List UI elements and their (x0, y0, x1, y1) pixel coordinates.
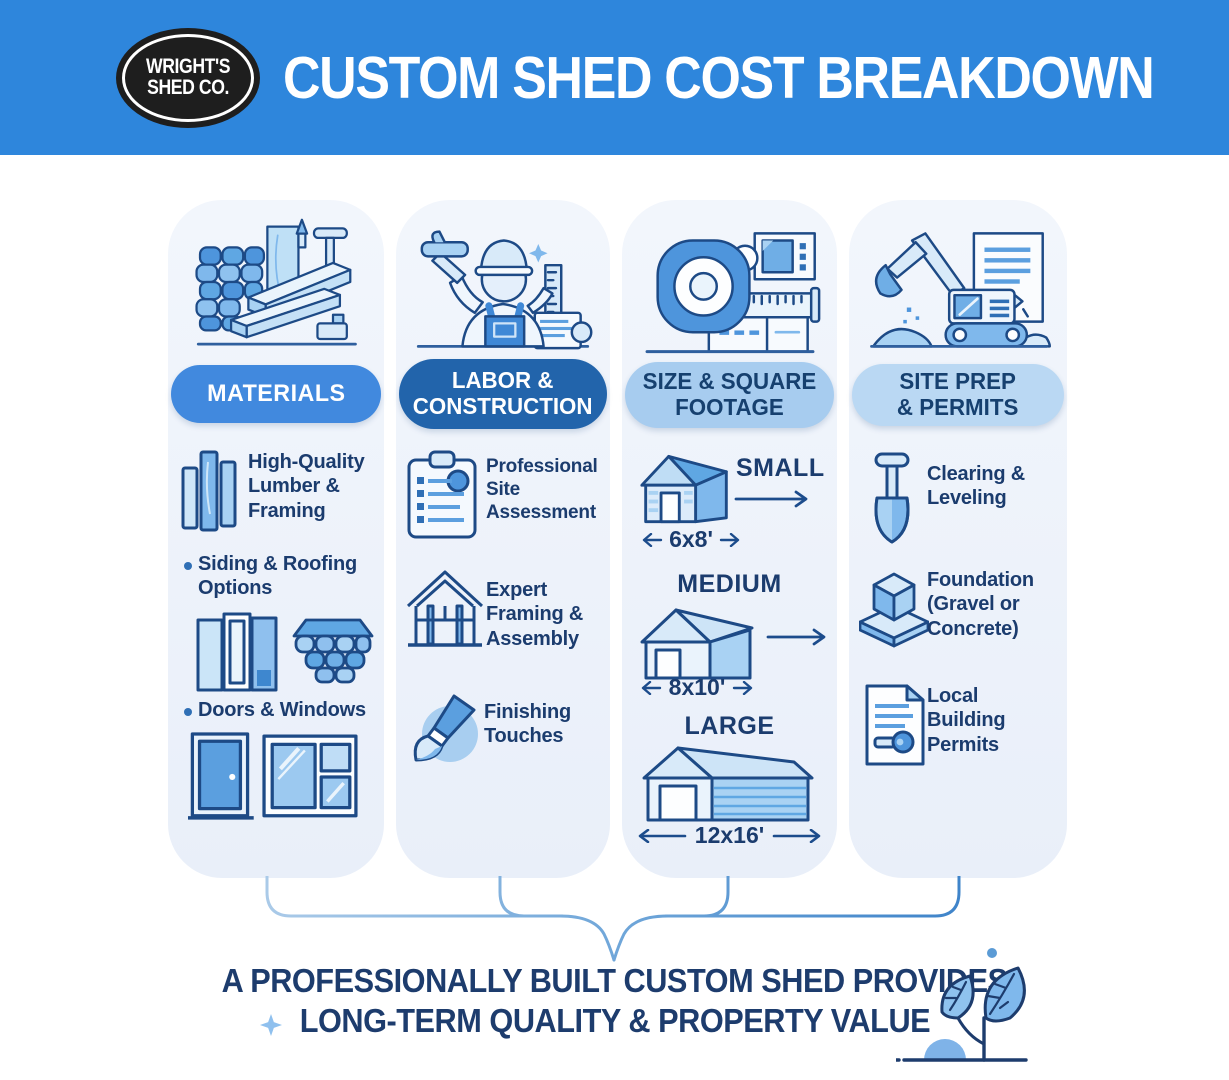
arrow-left-icon (638, 828, 687, 843)
clipboard-icon (406, 450, 478, 545)
medium-dimension: 8x10' (632, 674, 762, 701)
hammer-icon (420, 230, 469, 285)
dirt-mound-left-icon (872, 327, 933, 348)
beam-icon (229, 261, 352, 339)
window-icon (262, 734, 360, 825)
footer-headline-line2: LONG-TERM QUALITY & PROPERTY VALUE (299, 1002, 930, 1039)
paper-icon (533, 311, 593, 350)
site-prep-permits-pill: SITE PREP & PERMITS (852, 364, 1064, 426)
permit-document-icon (863, 682, 927, 773)
wrights-shed-co-logo: WRIGHT'S SHED CO. (116, 28, 260, 128)
arrow-left-icon (642, 532, 663, 547)
header-banner: WRIGHT'S SHED CO. CUSTOM SHED COST BREAK… (0, 0, 1229, 155)
arrow-right-icon (734, 490, 808, 508)
sparkle-icon (260, 1014, 282, 1036)
siteprep-item-foundation: Foundation (Gravel or Concrete) (927, 569, 1034, 640)
shingles-icon (292, 618, 374, 689)
measuring-tape-illustration-icon (645, 232, 820, 354)
door-icon (186, 732, 254, 829)
siding-panels-icon (196, 612, 284, 697)
materials-item-doors: Doors & Windows (198, 699, 366, 721)
bullet-dot (184, 562, 192, 570)
labor-illustration-icon (416, 230, 593, 350)
tape-strip-icon (737, 286, 820, 323)
size-square-footage-card: SIZE & SQUARE FOOTAGE SMALL 6x8' (622, 200, 837, 878)
bullet-dot (184, 708, 192, 716)
footer-headline-line1: A PROFESSIONALLY BUILT CUSTOM SHED PROVI… (221, 962, 1008, 999)
mallet-icon (312, 227, 348, 267)
small-dimension: 6x8' (636, 526, 746, 553)
arrow-right-icon (719, 532, 740, 547)
labor-construction-pill: LABOR & CONSTRUCTION (399, 359, 607, 429)
large-shed-icon (642, 744, 816, 829)
siteprep-illustration-icon (870, 232, 1051, 348)
siteprep-item-clearing: Clearing & Leveling (927, 463, 1026, 510)
small-shed-icon (638, 450, 734, 535)
small-label: SMALL (736, 454, 825, 482)
arrow-right-icon (733, 680, 753, 695)
large-dimension: 12x16' (622, 822, 837, 849)
large-label: LARGE (684, 712, 775, 740)
materials-card: MATERIALS High-Quality Lumber & Framing … (168, 200, 384, 878)
spike-icon (295, 218, 309, 249)
labor-construction-card: LABOR & CONSTRUCTION Professional Site A… (396, 200, 610, 878)
materials-item-siding: Siding & Roofing Options (198, 553, 357, 600)
framing-icon (406, 568, 484, 655)
arrow-right-icon (772, 828, 821, 843)
connector-brace-lines (265, 876, 961, 962)
medium-label: MEDIUM (677, 570, 782, 598)
plant-icon (896, 948, 1028, 1062)
page-title: CUSTOM SHED COST BREAKDOWN (283, 45, 1155, 111)
medium-shed-icon (640, 602, 756, 691)
tape-body-icon (655, 239, 759, 334)
labor-item-assessment: Professional Site Assessment (486, 456, 598, 524)
excavator-icon (874, 232, 1029, 348)
arrow-left-icon (641, 680, 661, 695)
size-square-footage-pill: SIZE & SQUARE FOOTAGE (625, 362, 834, 428)
logo-text: WRIGHT'S SHED CO. (145, 55, 231, 99)
foundation-icon (858, 572, 930, 653)
display-panel-icon (752, 232, 816, 281)
labor-item-framing: Expert Framing & Assembly (486, 579, 584, 650)
materials-illustration-icon (195, 218, 357, 346)
paintbrush-icon (408, 692, 480, 769)
labor-item-finishing: Finishing Touches (484, 701, 572, 748)
clamp-icon (316, 313, 348, 341)
site-prep-permits-card: SITE PREP & PERMITS Clearing & Leveling … (849, 200, 1067, 878)
siteprep-item-permits: Local Building Permits (927, 685, 1006, 756)
sparkle-icon (529, 244, 548, 263)
materials-item-lumber: High-Quality Lumber & Framing (248, 451, 365, 522)
materials-pill: MATERIALS (171, 365, 381, 423)
shovel-icon (867, 452, 919, 557)
worker-icon (448, 239, 554, 348)
arrow-right-icon (766, 628, 826, 646)
lumber-planks-icon (180, 448, 242, 532)
